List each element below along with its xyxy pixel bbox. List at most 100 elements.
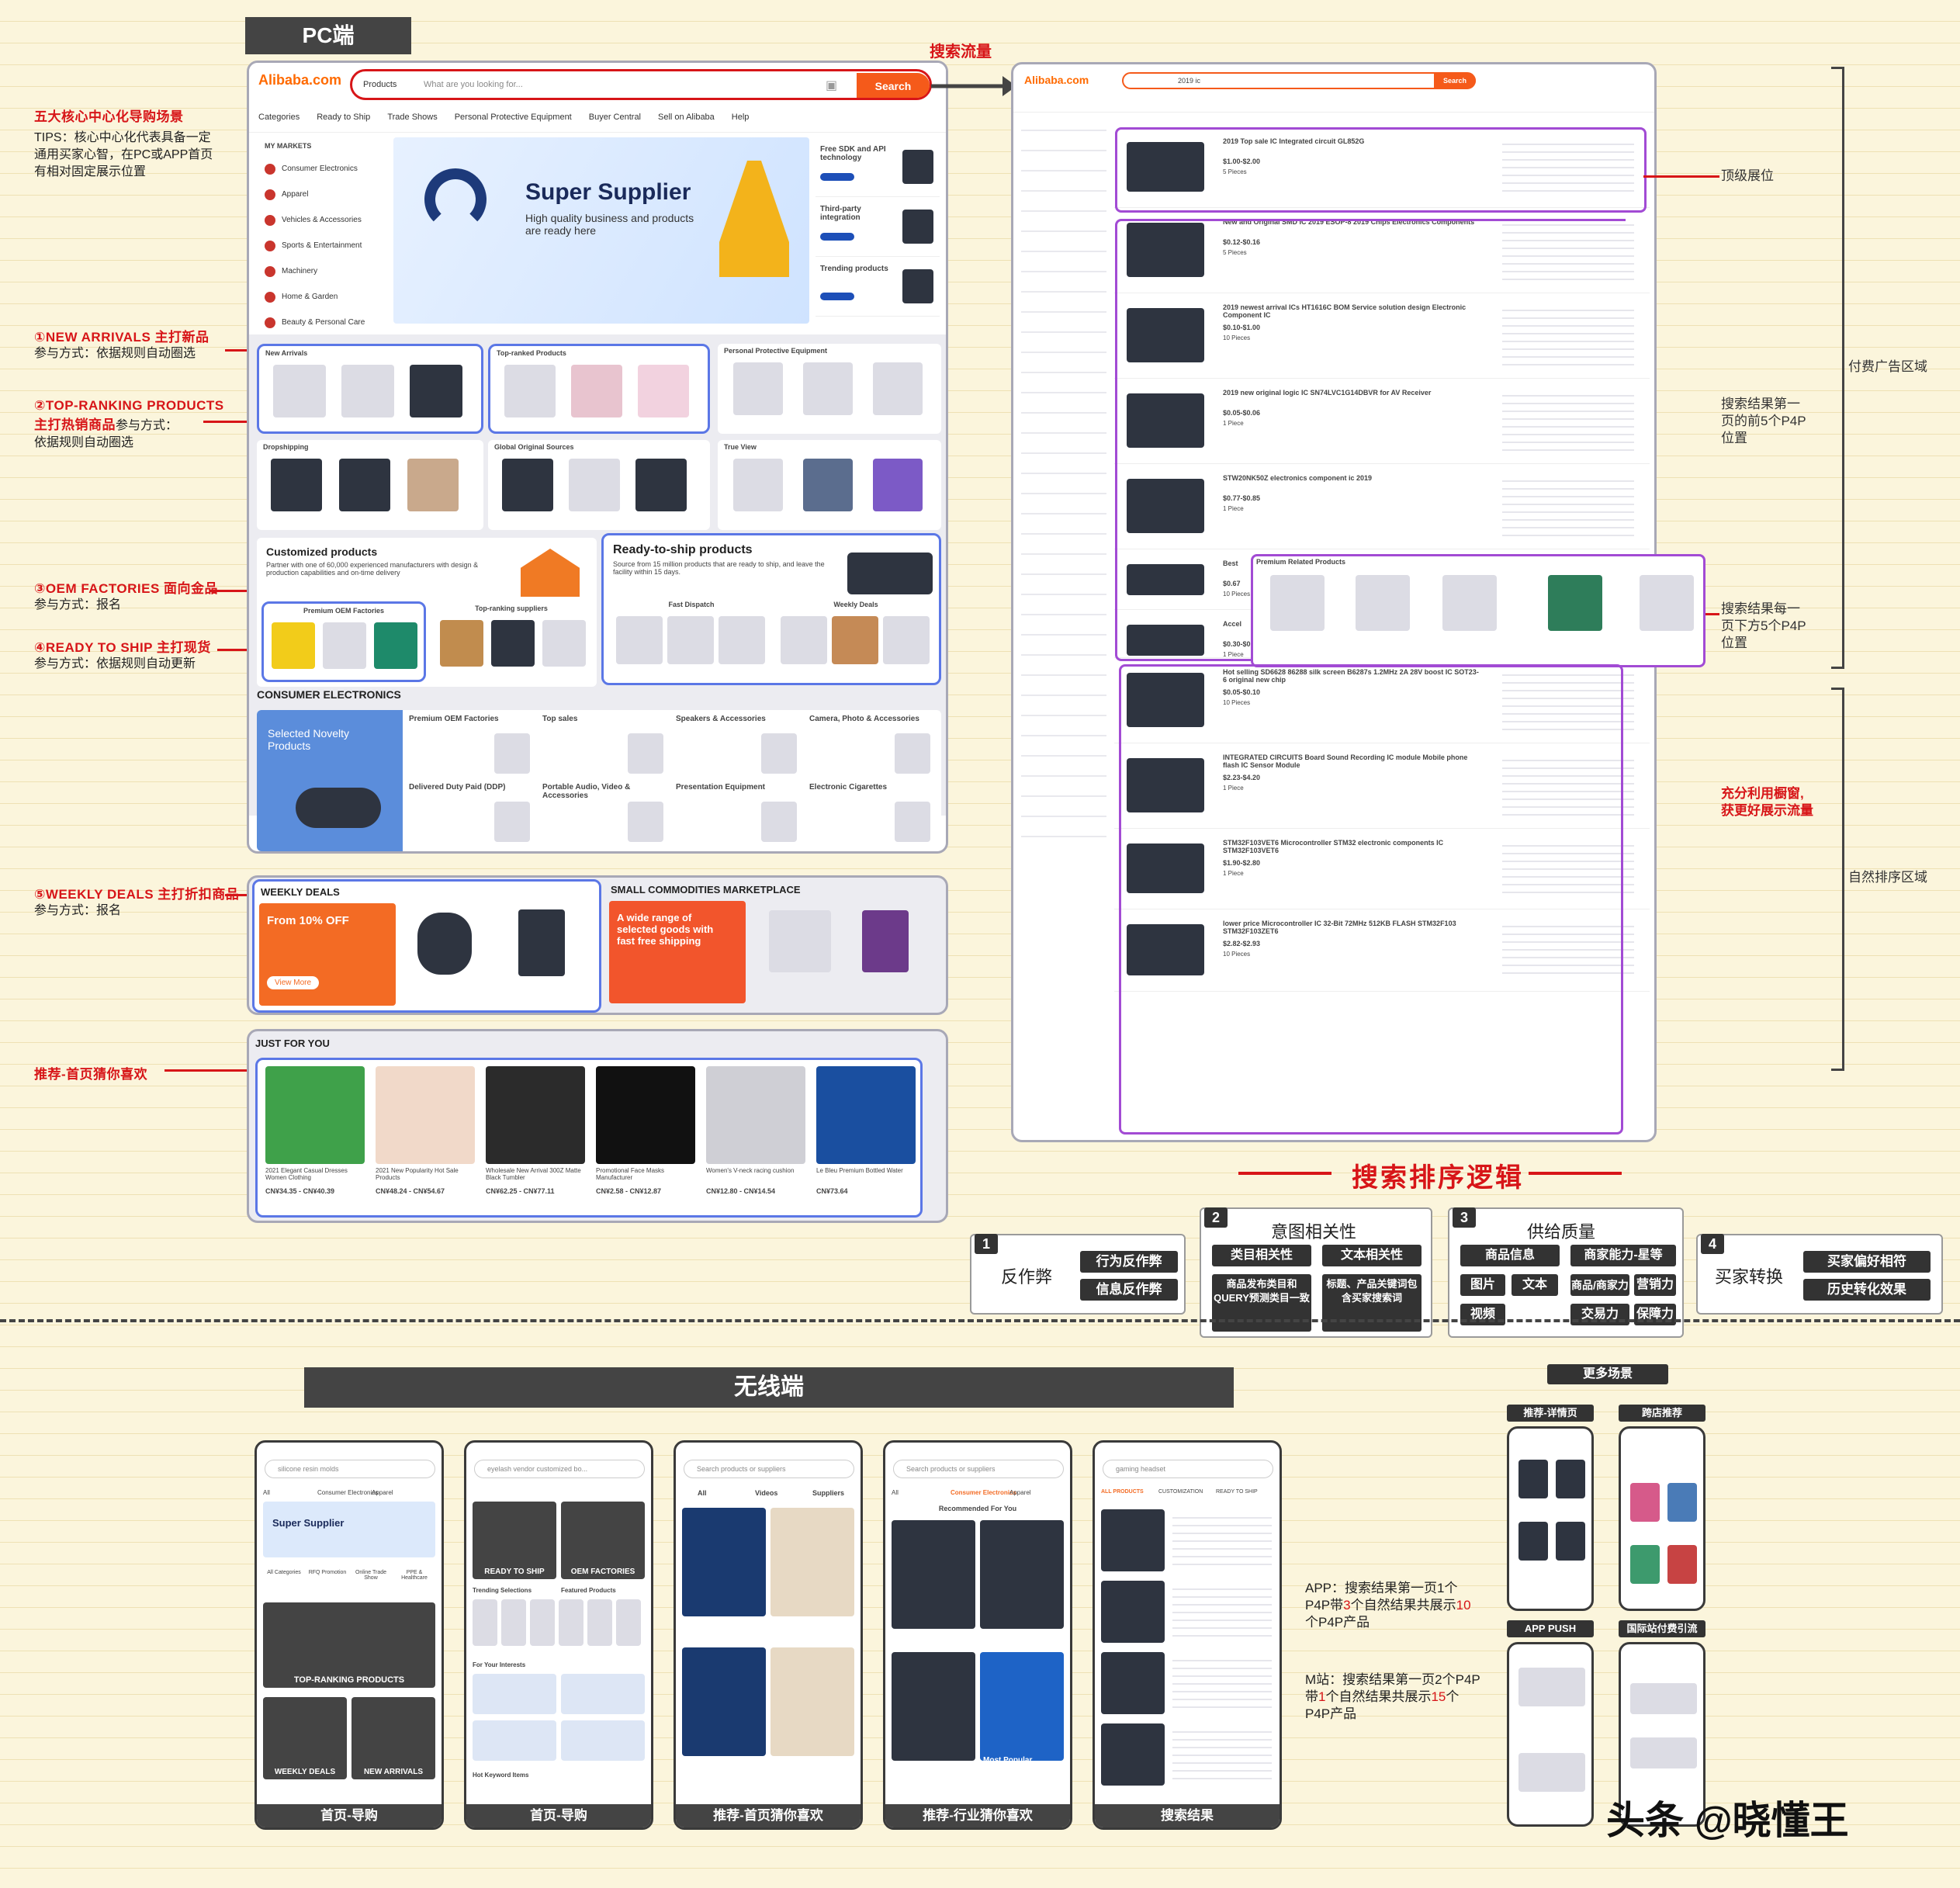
mobile-tab[interactable]: READY TO SHIP: [1216, 1489, 1258, 1495]
interest-card[interactable]: [561, 1674, 645, 1714]
interest-card[interactable]: [561, 1720, 645, 1761]
mobile-product[interactable]: [587, 1599, 612, 1646]
section-customized[interactable]: Customized products Partner with one of …: [257, 538, 597, 687]
ce-category[interactable]: Presentation Equipment: [676, 783, 805, 848]
premium-oem-factories[interactable]: Premium OEM Factories: [261, 601, 426, 682]
mobile-tab[interactable]: ALL PRODUCTS: [1101, 1489, 1144, 1495]
source-now-button[interactable]: [820, 233, 854, 241]
camera-icon[interactable]: ▣: [826, 79, 838, 92]
mobile-tab[interactable]: Videos: [755, 1489, 778, 1497]
mobile-product[interactable]: [682, 1647, 766, 1756]
mobile-search-bar[interactable]: eyelash vendor customized bo...: [474, 1460, 645, 1478]
mobile-product[interactable]: [770, 1647, 854, 1756]
mobile-icon-label[interactable]: All Categories: [267, 1570, 301, 1575]
ce-category[interactable]: Electronic Cigarettes: [809, 783, 938, 848]
mobile-product[interactable]: [559, 1599, 583, 1646]
mobile-tab[interactable]: All: [263, 1489, 270, 1496]
search-category-select[interactable]: Products: [363, 80, 397, 89]
result-image[interactable]: [1101, 1581, 1165, 1643]
side-promo[interactable]: Third-party integration: [816, 197, 940, 257]
nav-item[interactable]: Personal Protective Equipment: [454, 113, 572, 122]
nav-item[interactable]: Help: [731, 113, 750, 122]
section-true-view[interactable]: True View: [718, 440, 941, 530]
market-item[interactable]: Home & Garden: [257, 284, 389, 310]
weekly-deals-banner[interactable]: From 10% OFF View More: [259, 903, 396, 1006]
mobile-search-input[interactable]: silicone resin molds: [278, 1465, 339, 1473]
search-result-row[interactable]: 2019 Top sale IC Integrated circuit GL85…: [1114, 131, 1650, 208]
view-more-button[interactable]: View More: [267, 976, 320, 989]
mobile-product[interactable]: [892, 1520, 975, 1629]
mobile-product[interactable]: [980, 1520, 1064, 1629]
super-supplier-banner[interactable]: Super Supplier High quality business and…: [393, 137, 809, 324]
mobile-search-bar[interactable]: Search products or suppliers: [893, 1460, 1064, 1478]
new-arrivals-card[interactable]: NEW ARRIVALS: [351, 1697, 435, 1779]
nav-item[interactable]: Buyer Central: [588, 113, 642, 122]
section-weekly-deals[interactable]: WEEKLY DEALS From 10% OFF View More: [252, 879, 601, 1013]
nav-item[interactable]: Trade Shows: [387, 113, 438, 122]
sr-search-button[interactable]: Search: [1434, 74, 1476, 88]
ce-category[interactable]: Portable Audio, Video & Accessories: [542, 783, 671, 848]
interest-card[interactable]: [473, 1720, 556, 1761]
oem-factories-card[interactable]: OEM FACTORIES: [561, 1502, 645, 1579]
source-now-button[interactable]: [820, 173, 854, 181]
market-item[interactable]: Machinery: [257, 258, 389, 284]
section-consumer-electronics[interactable]: Selected Novelty Products Premium OEM Fa…: [257, 710, 941, 851]
side-promo[interactable]: Trending products: [816, 257, 940, 317]
sr-search-input[interactable]: 2019 ic: [1178, 77, 1201, 85]
nav-item[interactable]: Categories: [258, 113, 300, 122]
mobile-search-input[interactable]: Search products or suppliers: [697, 1465, 786, 1473]
mobile-product[interactable]: [473, 1599, 497, 1646]
ce-category[interactable]: Top sales: [542, 715, 671, 780]
mobile-tab[interactable]: Consumer Electronics: [951, 1489, 1016, 1496]
search-input[interactable]: What are you looking for...: [424, 80, 523, 89]
ce-category[interactable]: Speakers & Accessories: [676, 715, 805, 780]
market-item[interactable]: Beauty & Personal Care: [257, 310, 389, 335]
top-ranking-suppliers[interactable]: Top-ranking suppliers: [432, 601, 590, 682]
search-result-row[interactable]: 2019 newest arrival ICs HT1616C BOM Serv…: [1114, 297, 1650, 379]
mobile-search-bar[interactable]: gaming headset: [1103, 1460, 1273, 1478]
nav-item[interactable]: Sell on Alibaba: [658, 113, 715, 122]
mobile-search-input[interactable]: gaming headset: [1116, 1465, 1166, 1473]
mobile-tab[interactable]: Consumer Electronics: [317, 1489, 379, 1496]
mobile-product[interactable]: [616, 1599, 641, 1646]
market-item[interactable]: Consumer Electronics: [257, 156, 389, 182]
search-result-row[interactable]: INTEGRATED CIRCUITS Board Sound Recordin…: [1114, 747, 1650, 829]
search-result-row[interactable]: 2019 new original logic IC SN74LVC1G14DB…: [1114, 383, 1650, 464]
mobile-tab[interactable]: Apparel: [1009, 1489, 1031, 1496]
small-commodities-banner[interactable]: A wide range of selected goods with fast…: [609, 901, 746, 1003]
jfy-item[interactable]: Wholesale New Arrival 300Z Matte Black T…: [483, 1063, 588, 1215]
jfy-item[interactable]: 2021 Elegant Casual Dresses Women Clothi…: [262, 1063, 368, 1215]
section-dropshipping[interactable]: Dropshipping: [257, 440, 483, 530]
mobile-icon-label[interactable]: PPE & Healthcare: [401, 1570, 428, 1581]
section-ready-to-ship[interactable]: Ready-to-ship products Source from 15 mi…: [601, 533, 941, 685]
mobile-product[interactable]: [980, 1652, 1064, 1761]
search-result-row[interactable]: lower price Microcontroller IC 32-Bit 72…: [1114, 913, 1650, 992]
mobile-search-input[interactable]: eyelash vendor customized bo...: [487, 1465, 588, 1473]
ce-category[interactable]: Delivered Duty Paid (DDP): [409, 783, 538, 848]
mobile-product[interactable]: [770, 1508, 854, 1616]
mobile-icon-label[interactable]: RFQ Promotion: [308, 1570, 347, 1575]
search-button[interactable]: Search: [857, 73, 930, 98]
ce-category[interactable]: Premium OEM Factories: [409, 715, 538, 780]
nav-item[interactable]: Ready to Ship: [317, 113, 371, 122]
section-ppe[interactable]: Personal Protective Equipment: [718, 344, 941, 434]
section-small-commodities[interactable]: SMALL COMMODITIES MARKETPLACE A wide ran…: [606, 879, 944, 1013]
sr-search-bar[interactable]: 2019 ic Search: [1122, 72, 1476, 89]
mobile-banner[interactable]: Super Supplier: [263, 1502, 435, 1557]
mobile-tab[interactable]: All: [892, 1489, 899, 1496]
selected-novelty-banner[interactable]: Selected Novelty Products: [257, 710, 403, 851]
search-result-row[interactable]: Hot selling SD6628 86288 silk screen B62…: [1114, 662, 1650, 743]
mobile-product[interactable]: [682, 1508, 766, 1616]
market-item[interactable]: Apparel: [257, 182, 389, 207]
mobile-search-bar[interactable]: Search products or suppliers: [684, 1460, 854, 1478]
mobile-tab[interactable]: CUSTOMIZATION: [1158, 1489, 1203, 1495]
search-result-row[interactable]: New and Original SMD IC 2019 ESOP-8 2019…: [1114, 212, 1650, 293]
market-item[interactable]: Vehicles & Accessories: [257, 207, 389, 233]
market-item[interactable]: Sports & Entertainment: [257, 233, 389, 258]
mobile-product[interactable]: [530, 1599, 555, 1646]
mobile-product[interactable]: [501, 1599, 526, 1646]
section-top-ranked[interactable]: Top-ranked Products: [488, 344, 710, 434]
